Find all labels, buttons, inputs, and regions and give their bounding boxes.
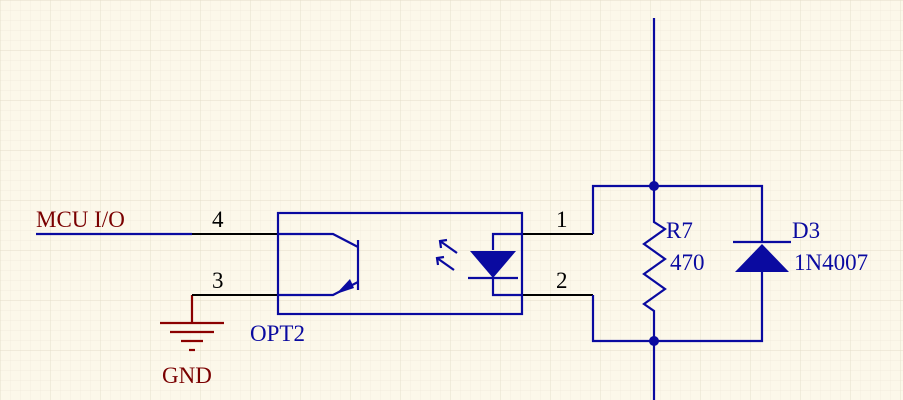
resistor-designator: R7 <box>666 218 693 243</box>
optocoupler-opt2[interactable]: 4 3 1 2 OPT2 <box>192 207 593 346</box>
ground-symbol-icon <box>160 321 224 352</box>
diode-part-number: 1N4007 <box>794 250 868 275</box>
rectifier-diode-icon[interactable] <box>733 228 791 300</box>
opt-pin-1-number: 1 <box>556 207 568 232</box>
light-arrows-icon <box>435 238 458 271</box>
resistor-zigzag-icon[interactable] <box>642 186 667 341</box>
led-icon <box>468 232 522 297</box>
npn-phototransistor-icon <box>278 232 360 297</box>
resistor-value: 470 <box>670 250 705 275</box>
wire-pin2-to-bus[interactable] <box>591 295 764 343</box>
net-label-gnd: GND <box>162 363 212 388</box>
opt-pin-2-number: 2 <box>556 268 568 293</box>
opt-body <box>276 211 524 316</box>
opt-pin-3-number: 3 <box>212 268 224 293</box>
opt-pin-4-number: 4 <box>212 207 224 232</box>
opt-designator: OPT2 <box>250 321 305 346</box>
diode-designator: D3 <box>792 218 820 243</box>
wire-pin1-to-bus[interactable] <box>591 184 764 234</box>
net-label-mcu-io: MCU I/O <box>36 207 125 232</box>
